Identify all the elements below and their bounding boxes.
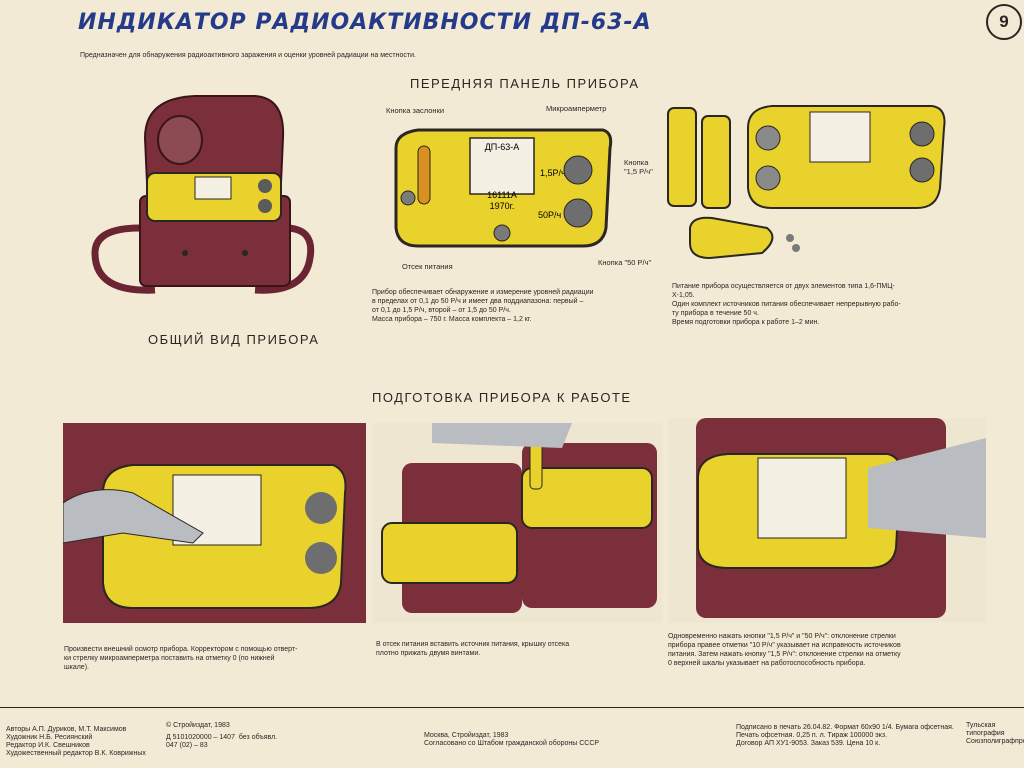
page-title: ИНДИКАТОР РАДИОАКТИВНОСТИ ДП-63-А: [78, 10, 652, 35]
general-view-illustration: [91, 95, 315, 294]
label-btn-15: Кнопка "1,5 Р/ч": [624, 158, 653, 176]
step2-text: В отсек питания вставить источник питани…: [376, 641, 570, 657]
footer-print-info: Подписано в печать 26.04.82. Формат 60х9…: [736, 724, 954, 747]
footer-printer: Тульская типография Союзполиграфпрома: [966, 722, 1024, 745]
front-panel-heading: ПЕРЕДНЯЯ ПАНЕЛЬ ПРИБОРА: [410, 76, 640, 91]
general-view-caption: ОБЩИЙ ВИД ПРИБОРА: [148, 332, 320, 347]
step3-illustration: [668, 418, 986, 623]
page-subtitle: Предназначен для обнаружения радиоактивн…: [80, 52, 416, 59]
step1-text: Произвести внешний осмотр прибора. Корре…: [64, 646, 298, 671]
front-panel-model: ДП-63-А: [485, 142, 520, 152]
page-number: 9: [986, 4, 1022, 40]
label-battery-compartment: Отсек питания: [402, 262, 453, 271]
front-panel-illustration: ДП-63-А 16111А 1970г. 1,5Р/ч 50Р/ч: [394, 128, 613, 248]
front-panel-range-low: 1,5Р/ч: [540, 168, 566, 178]
label-microammeter: Микроамперметр: [546, 104, 607, 113]
footer-divider: [0, 707, 1024, 708]
power-supply-text: Питание прибора осуществляется от двух э…: [672, 283, 901, 326]
front-panel-description: Прибор обеспечивает обнаружение и измере…: [372, 289, 594, 323]
front-panel-range-high: 50Р/ч: [538, 210, 562, 220]
step2-illustration: [372, 423, 662, 623]
footer-credits: Авторы А.П. Дуриков, М.Т. Максимов Худож…: [6, 726, 146, 757]
preparation-heading: ПОДГОТОВКА ПРИБОРА К РАБОТЕ: [372, 390, 632, 405]
label-btn-50: Кнопка "50 Р/ч": [598, 258, 652, 267]
power-supply-illustration: [667, 105, 946, 260]
front-panel-serial: 16111А: [487, 190, 517, 200]
footer-publisher: Москва, Стройиздат, 1983 Согласовано со …: [424, 732, 600, 747]
step3-text: Одновременно нажать кнопки "1,5 Р/ч" и "…: [668, 633, 901, 667]
label-shutter-button: Кнопка заслонки: [386, 106, 445, 115]
footer-copyright: © Стройиздат, 1983 Д 5101020000 – 1407 б…: [166, 722, 278, 749]
front-panel-year: 1970г.: [490, 201, 515, 211]
step1-illustration: [63, 423, 366, 623]
